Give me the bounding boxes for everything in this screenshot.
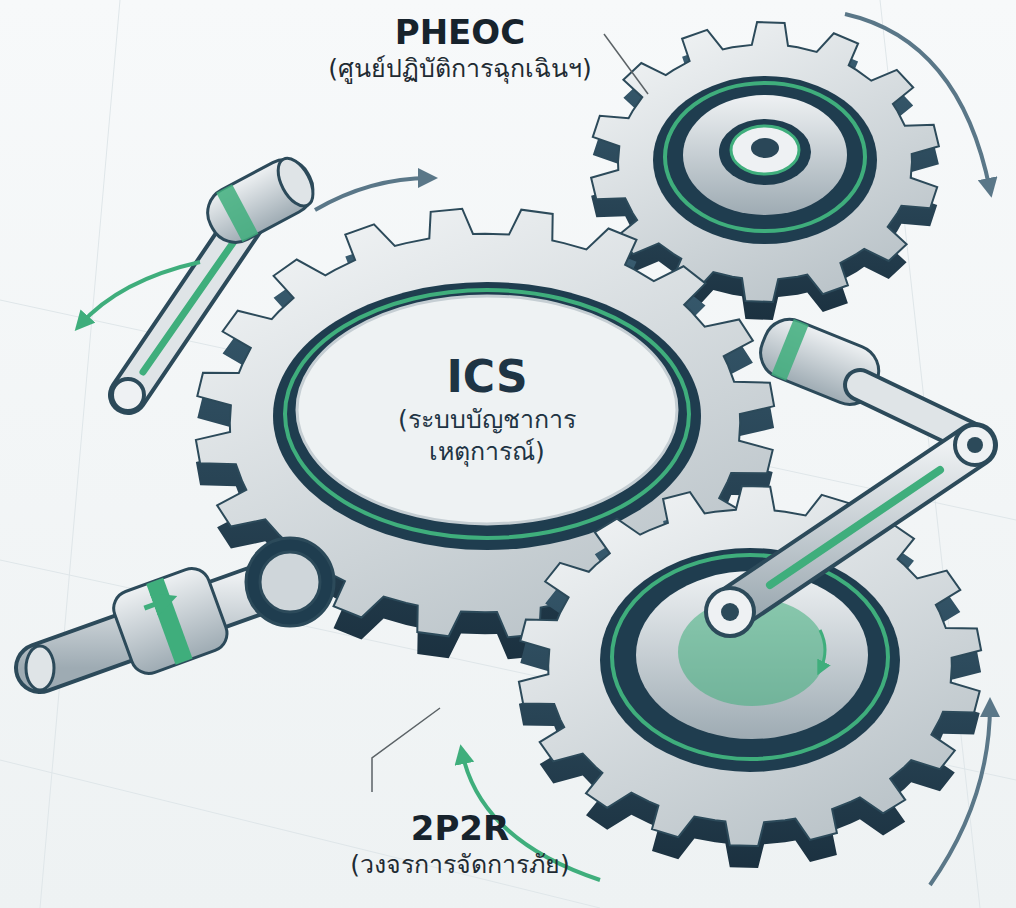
2p2r-gear [519, 486, 981, 868]
hub-ellipse-face [297, 296, 677, 524]
drive-shaft-part [246, 538, 334, 626]
crank-arm-part [730, 445, 975, 610]
crank-arm-part [706, 588, 754, 636]
rotation-arrows-part [80, 262, 200, 325]
crank-arm-part [955, 425, 995, 465]
node-subtitle: (วงจรการจัดการภัย) [350, 849, 570, 882]
left-linkage-part [112, 379, 144, 411]
left-linkage-part [143, 240, 235, 372]
drive-shaft-part [26, 646, 54, 690]
pheoc-gear-part [653, 76, 877, 244]
drive-shaft-part-part [109, 563, 232, 678]
node-subtitle: (ระบบบัญชาการ เหตุการณ์) [372, 404, 602, 469]
drive-shaft-part-part [146, 578, 192, 665]
rotation-arrows-part [315, 178, 430, 210]
left-linkage-part-part [216, 184, 258, 242]
drive-shaft [26, 538, 334, 690]
pheoc-gear-part [731, 126, 799, 174]
pheoc-gear-part [683, 95, 847, 215]
left-linkage-part [199, 150, 322, 251]
drive-shaft-part [109, 563, 232, 678]
gear-label: PHEOC(ศูนย์ปฏิบัติการฉุกเฉินฯ) [328, 12, 592, 85]
node-subtitle: (ศูนย์ปฏิบัติการฉุกเฉินฯ) [328, 53, 592, 86]
pheoc-gear-part [665, 83, 865, 231]
2p2r-gear-part [820, 630, 825, 670]
left-linkage-part-part [199, 150, 322, 251]
pheoc-gear-part [591, 22, 939, 302]
leader-lines-part [372, 708, 440, 792]
rotation-arrows-part [845, 14, 990, 190]
crank-arm-part [721, 603, 739, 621]
right-linkage [753, 312, 975, 440]
node-title: 2P2R [350, 808, 570, 849]
gear-label: 2P2R(วงจรการจัดการภัย) [350, 808, 570, 881]
ics-gear-part [285, 290, 689, 538]
rotation-arrows-part [930, 705, 990, 885]
rotation-arrows [80, 14, 990, 885]
node-title: ICS [372, 351, 602, 404]
crank-arm [706, 425, 995, 636]
2p2r-gear-part [519, 486, 981, 846]
pheoc-gear-part [751, 138, 779, 158]
drive-shaft-part [260, 552, 320, 612]
drive-shaft-part-part [144, 599, 167, 608]
hub-label: ICS(ระบบบัญชาการ เหตุการณ์) [372, 351, 602, 469]
right-linkage-part-part [771, 319, 808, 381]
ics-gear-part [273, 282, 701, 550]
pheoc-gear-part [719, 119, 811, 185]
crank-arm-part [730, 445, 975, 610]
leader-lines-part [604, 34, 648, 94]
left-linkage-part-part [271, 153, 320, 212]
node-title: PHEOC [328, 12, 592, 53]
crank-arm-part [770, 470, 940, 585]
crank-arm-part [967, 437, 983, 453]
